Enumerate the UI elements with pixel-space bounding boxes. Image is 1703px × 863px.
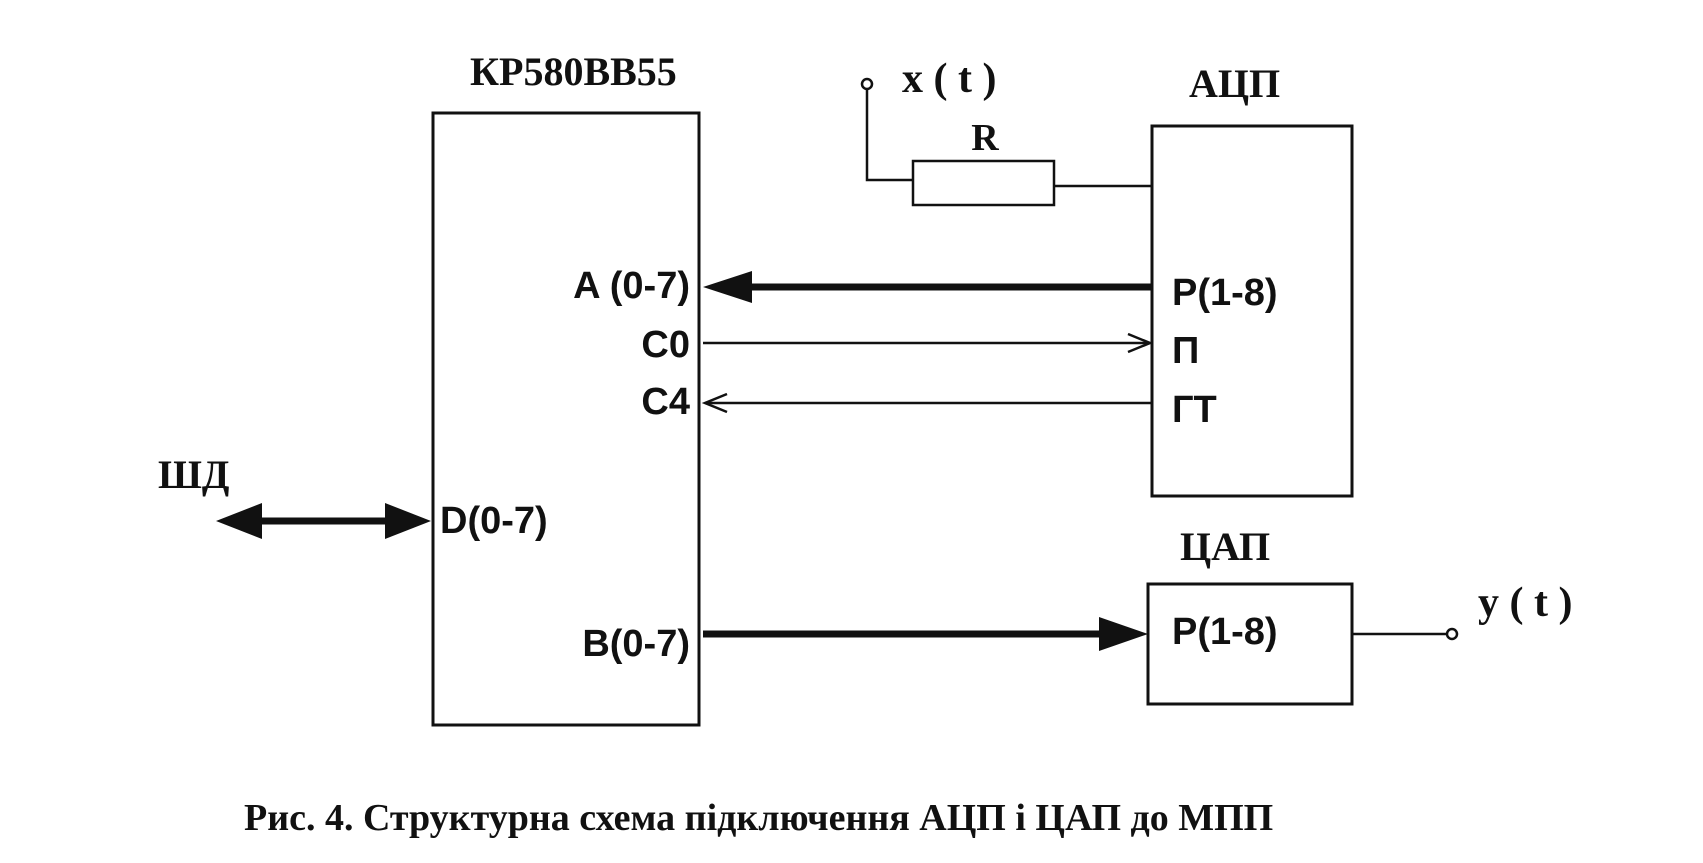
output-signal-label: y ( t )	[1478, 580, 1572, 626]
bus-port-b-to-dac	[703, 617, 1148, 651]
chip-box	[431, 111, 701, 727]
adc-ready-label: ГТ	[1172, 389, 1217, 431]
data-bus: ШД	[158, 452, 431, 539]
resistor	[911, 159, 1056, 207]
adc-box	[1150, 124, 1354, 498]
dac-box	[1146, 582, 1354, 706]
output-terminal	[1445, 627, 1459, 641]
input-circuit: x ( t ) R	[860, 56, 1152, 207]
input-signal-label: x ( t )	[902, 56, 996, 102]
bus-adc-to-port-a	[703, 271, 1152, 303]
adc-port-p-label: P(1-8)	[1172, 272, 1278, 314]
figure-caption: Рис. 4. Структурна схема підключення АЦП…	[244, 797, 1273, 839]
c0-arrowhead	[1127, 332, 1154, 354]
chip-port-b-label: B(0-7)	[582, 623, 690, 665]
chip-c0-label: C0	[641, 324, 690, 366]
input-terminal	[860, 77, 874, 91]
bus-a-arrowhead	[703, 271, 752, 303]
chip-block: КР580ВВ55 A (0-7) C0 C4 D(0-7) B(0-7)	[431, 49, 701, 727]
adc-title: АЦП	[1189, 61, 1280, 106]
adc-start-label: П	[1172, 330, 1199, 372]
signal-c0-to-start	[703, 332, 1154, 354]
output-circuit: y ( t )	[1352, 580, 1572, 641]
bus-b-arrowhead	[1099, 617, 1148, 651]
adc-block: АЦП P(1-8) П ГТ	[1150, 61, 1354, 498]
dac-title: ЦАП	[1180, 524, 1270, 569]
data-bus-label: ШД	[158, 452, 229, 497]
chip-title: КР580ВВ55	[470, 49, 677, 94]
c4-arrowhead	[701, 392, 728, 414]
chip-port-d-label: D(0-7)	[440, 500, 548, 542]
resistor-label: R	[971, 117, 999, 159]
data-bus-left-arrowhead	[216, 503, 262, 539]
data-bus-right-arrowhead	[385, 503, 431, 539]
chip-c4-label: C4	[641, 381, 690, 423]
dac-block: ЦАП P(1-8)	[1146, 524, 1354, 706]
dac-port-p-label: P(1-8)	[1172, 611, 1278, 653]
signal-ready-to-c4	[701, 392, 1152, 414]
chip-port-a-label: A (0-7)	[573, 265, 690, 307]
input-wire	[865, 89, 913, 182]
